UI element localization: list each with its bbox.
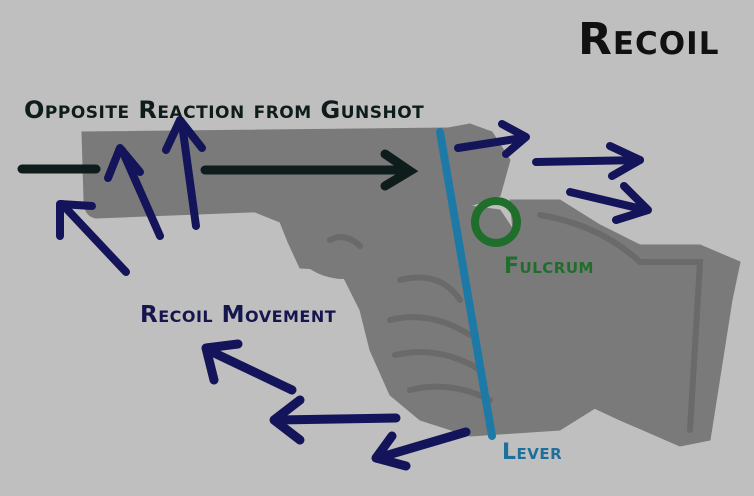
- lever-line: [436, 128, 496, 440]
- label-recoil-movement: Recoil Movement: [140, 302, 337, 328]
- label-fulcrum: Fulcrum: [504, 254, 594, 279]
- grip-hand-outline: [327, 212, 704, 433]
- diagram-title: Recoil: [578, 14, 720, 65]
- fulcrum-circle: [471, 197, 521, 247]
- reaction-arrows: [56, 116, 206, 276]
- recoil-movement-arrows: [201, 339, 471, 471]
- label-lever: Lever: [502, 440, 563, 465]
- gunshot-force-arrow: [17, 149, 419, 191]
- slide-arrows: [454, 120, 652, 224]
- trigger-guard: [283, 222, 379, 279]
- label-opposite-reaction: Opposite Reaction from Gunshot: [24, 96, 425, 124]
